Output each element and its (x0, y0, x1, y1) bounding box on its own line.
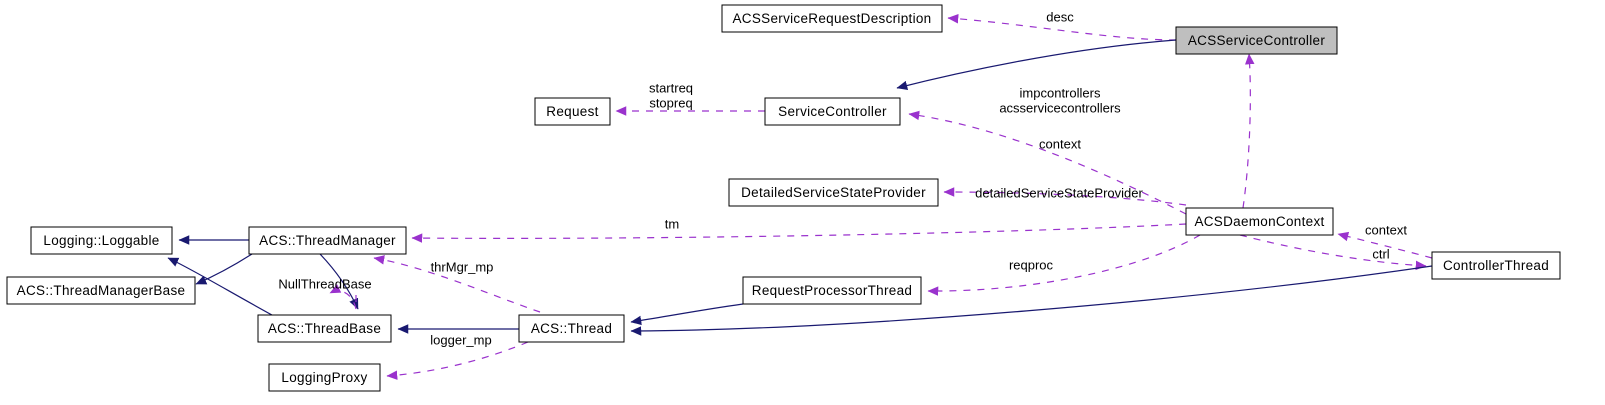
edge-label-context-servicecontroller: context (1039, 136, 1081, 151)
edge-label-reqproc: reqproc (1009, 257, 1054, 272)
node-acsservicerequestdescription[interactable]: ACSServiceRequestDescription (721, 4, 943, 33)
edges-layer (167, 14, 1433, 380)
edge-inherit-threadmanager-threadbase (319, 253, 359, 310)
node-label: ACS::Thread (531, 321, 612, 336)
edge-inherit-reqproc-thread (630, 303, 744, 326)
edge-labels-layer: desc startreq stopreq impcontrollers acs… (278, 9, 1407, 347)
edge-context-controllerthread (1337, 231, 1433, 259)
node-servicecontroller[interactable]: ServiceController (764, 97, 901, 126)
edge-desc (947, 14, 1177, 41)
node-label: ACSDaemonContext (1194, 214, 1324, 229)
node-label: ACS::ThreadManager (259, 233, 396, 248)
node-acsthreadmanager[interactable]: ACS::ThreadManager (248, 226, 407, 255)
node-acsdaemoncontext[interactable]: ACSDaemonContext (1185, 207, 1334, 236)
edge-label-impcontrollers: impcontrollers (1020, 85, 1101, 100)
node-loggingproxy[interactable]: LoggingProxy (268, 363, 381, 392)
edge-impcontrollers (908, 110, 1187, 215)
node-acsthreadmanagerbase[interactable]: ACS::ThreadManagerBase (6, 276, 196, 305)
edge-tm (411, 223, 1187, 243)
node-acsthreadbase[interactable]: ACS::ThreadBase (257, 314, 392, 343)
edge-label-stopreq: stopreq (649, 95, 692, 110)
node-label: RequestProcessorThread (752, 283, 912, 298)
edge-label-desc: desc (1046, 9, 1074, 24)
edge-nullthreadbase (329, 284, 357, 310)
edge-label-ctrl: ctrl (1372, 246, 1389, 261)
edge-inherit-threadmanager-base (195, 253, 253, 285)
node-label: Request (546, 104, 598, 119)
edge-label-detailedservicestateprovider: detailedServiceStateProvider (975, 185, 1143, 200)
edge-thrmgr-mp (373, 255, 541, 313)
edge-label-nullthreadbase: NullThreadBase (278, 276, 371, 291)
node-label: Logging::Loggable (43, 233, 159, 248)
node-acsservicecontroller[interactable]: ACSServiceController (1175, 26, 1338, 55)
edge-label-logger-mp: logger_mp (430, 332, 491, 347)
node-label: LoggingProxy (281, 370, 367, 385)
node-detailedservicestateprovider[interactable]: DetailedServiceStateProvider (728, 178, 939, 207)
edge-context-servicecontroller (1242, 53, 1255, 209)
edge-inherit-servicecontroller (896, 39, 1177, 91)
node-label: ACSServiceRequestDescription (733, 11, 932, 26)
node-loggingloggable[interactable]: Logging::Loggable (30, 226, 173, 255)
edge-inherit-threadbase-loggable (167, 257, 273, 316)
node-requestprocessorthread[interactable]: RequestProcessorThread (742, 276, 922, 305)
edge-label-context-controllerthread: context (1365, 222, 1407, 237)
node-acsthread[interactable]: ACS::Thread (518, 314, 625, 343)
node-request[interactable]: Request (534, 97, 611, 126)
edge-reqproc (927, 234, 1201, 296)
node-controllerthread[interactable]: ControllerThread (1431, 251, 1561, 280)
edge-label-tm: tm (665, 216, 679, 231)
edge-inherit-controllerthread-thread (630, 265, 1433, 336)
edge-detailedservicestateprovider (943, 187, 1187, 206)
edge-logger-mp (386, 341, 529, 380)
node-label: ACS::ThreadManagerBase (17, 283, 186, 298)
node-label: ACS::ThreadBase (268, 321, 381, 336)
edge-label-acsservicecontrollers: acsservicecontrollers (999, 100, 1121, 115)
edge-ctrl (1239, 234, 1427, 271)
edge-label-startreq: startreq (649, 80, 693, 95)
nodes-layer: ACSServiceRequestDescription ACSServiceC… (6, 4, 1561, 392)
edge-label-thrmgr-mp: thrMgr_mp (431, 259, 494, 274)
node-label: ServiceController (778, 104, 887, 119)
node-label: ControllerThread (1443, 258, 1549, 273)
node-label: ACSServiceController (1188, 33, 1325, 48)
node-label: DetailedServiceStateProvider (741, 185, 926, 200)
